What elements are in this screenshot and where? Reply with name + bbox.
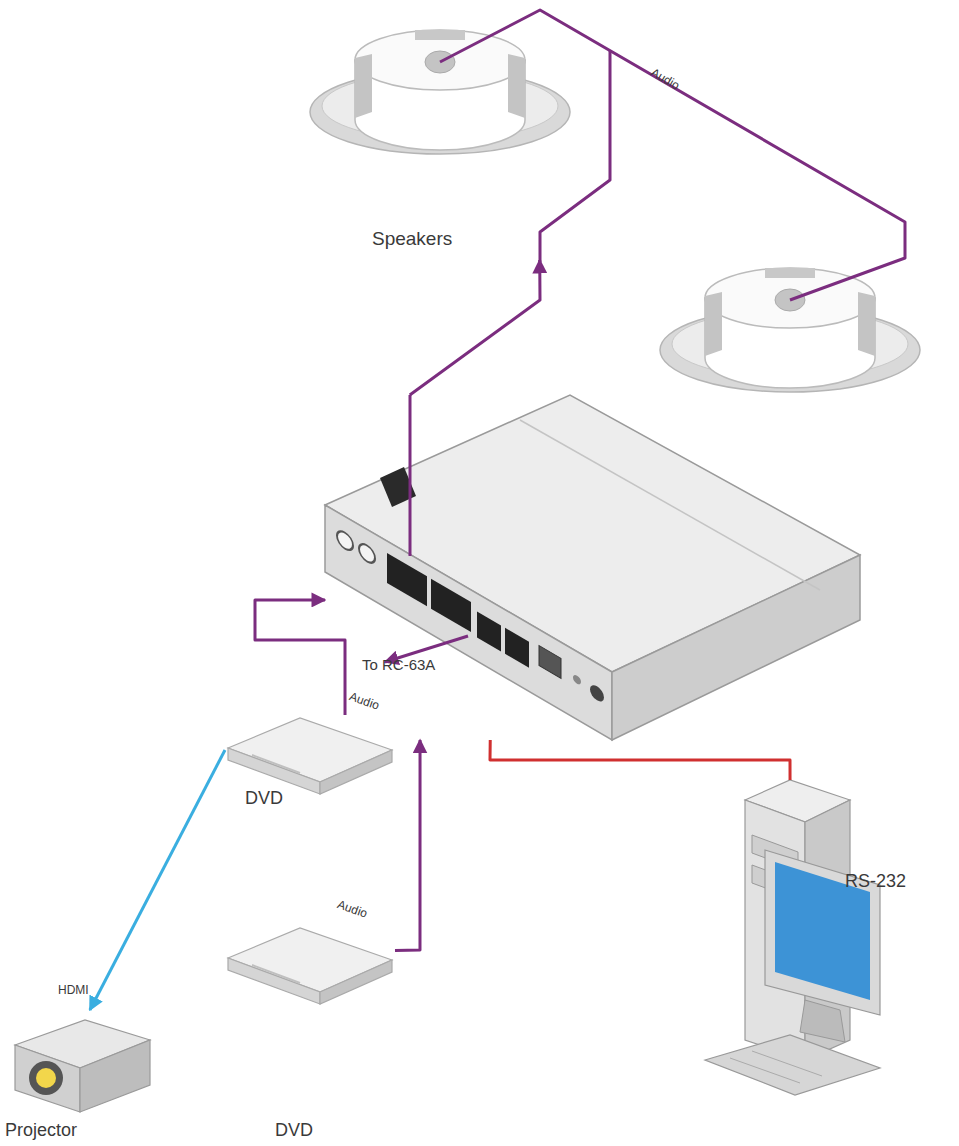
terminal-block — [477, 611, 501, 651]
control-port-label: To RC-63A — [362, 657, 472, 674]
dvd-side — [320, 960, 392, 1004]
speaker-notch — [858, 292, 875, 356]
audio-device — [325, 395, 865, 740]
computer — [705, 780, 880, 1095]
dvd-side — [320, 750, 392, 794]
key-row — [752, 1051, 822, 1076]
ceiling-speaker — [660, 268, 920, 392]
dvd-front — [228, 958, 320, 1004]
speaker-wire — [540, 50, 610, 262]
projector-lens — [29, 1061, 63, 1095]
node-label: DVD — [245, 788, 335, 809]
audio-cable — [255, 600, 345, 715]
dvd-player: DVD — [225, 925, 395, 1145]
device-front — [325, 505, 612, 740]
cable-label: HDMI — [58, 984, 89, 997]
speaker-group: Speakers — [300, 0, 910, 260]
speaker-notch — [415, 30, 465, 40]
serial-cable — [490, 740, 790, 780]
cable-label: Audio — [335, 898, 368, 921]
device-groove — [520, 420, 820, 590]
cable-label: RS-232 — [845, 872, 906, 892]
audio-device — [325, 395, 860, 740]
audio-cable — [395, 740, 420, 951]
disc-slot — [252, 965, 300, 983]
dvd-player — [228, 718, 392, 794]
cable-label: Audio — [648, 66, 681, 93]
speaker-notch — [355, 54, 372, 118]
speaker-wire — [440, 10, 905, 300]
device-side — [612, 555, 860, 740]
ceiling-speaker — [310, 30, 570, 154]
rca-socket — [337, 528, 353, 553]
speaker-notch — [508, 54, 525, 118]
projector — [15, 1020, 150, 1112]
ethernet-port — [539, 646, 561, 679]
speaker-top — [355, 30, 525, 90]
terminal-block — [431, 579, 471, 632]
hdmi-cable — [90, 750, 225, 1010]
terminal-block — [387, 553, 427, 606]
key-row — [730, 1058, 800, 1083]
keyboard — [705, 1035, 880, 1095]
projector: Projector — [0, 1010, 155, 1146]
node-label: DVD — [275, 1120, 365, 1141]
node-label: Speakers — [372, 228, 512, 250]
reset-button — [573, 673, 581, 686]
projector-side — [80, 1040, 150, 1112]
node-label: Projector — [5, 1120, 145, 1141]
power-jack — [590, 682, 604, 704]
dvd-front — [228, 748, 320, 794]
cable-label: Audio — [347, 690, 380, 713]
audio-wire — [409, 395, 412, 556]
disc-slot — [252, 755, 300, 773]
computer — [715, 780, 905, 1100]
monitor-stand — [800, 1000, 845, 1042]
connector-panel — [337, 524, 604, 711]
speaker-notch — [765, 268, 815, 278]
dvd-player — [228, 928, 392, 1004]
projector-lens — [36, 1068, 56, 1088]
projector-front — [15, 1045, 80, 1112]
rca-socket — [359, 541, 375, 566]
dvd-player: DVD — [225, 715, 395, 815]
terminal-block — [505, 628, 529, 668]
speaker-notch — [705, 292, 722, 356]
audio-cable — [410, 260, 540, 395]
